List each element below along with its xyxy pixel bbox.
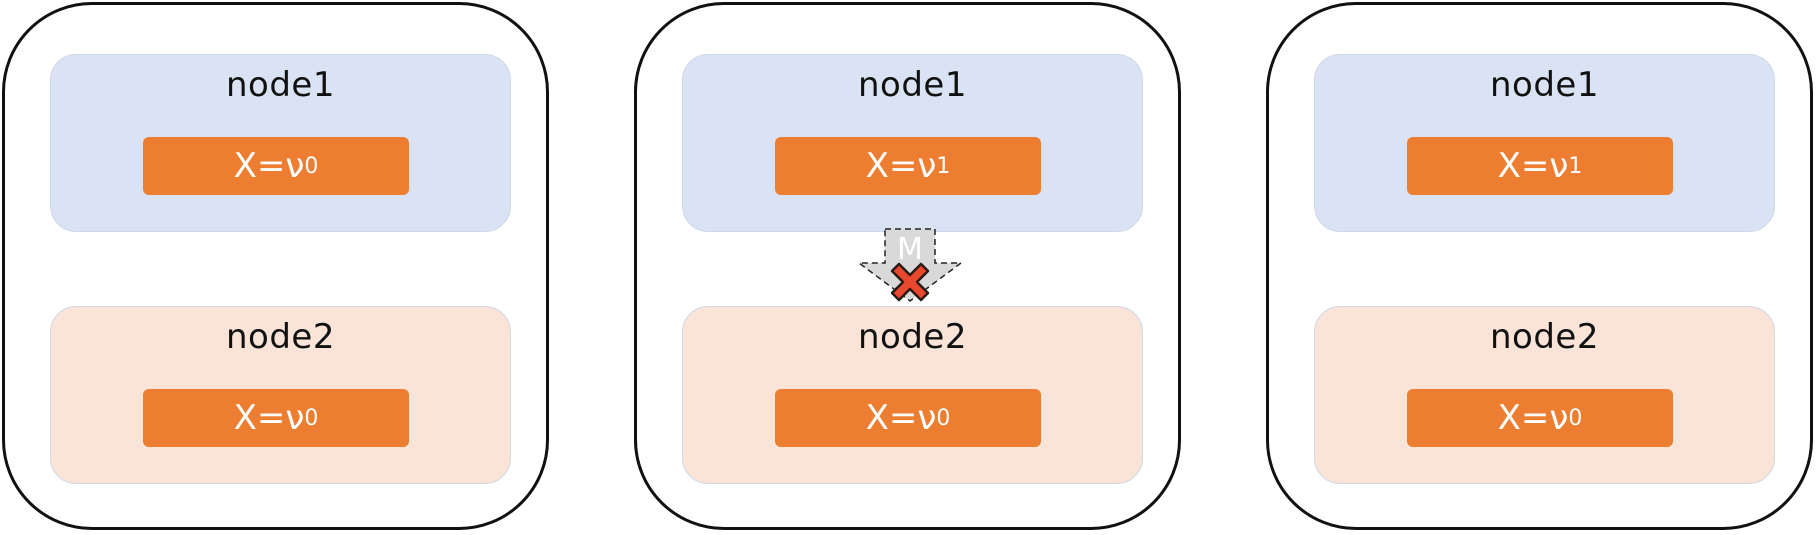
node1-title: node1 xyxy=(1490,65,1599,105)
node1-variable-subscript: 0 xyxy=(304,153,319,179)
node2-variable-text: X=ν xyxy=(233,398,305,438)
node2-title: node2 xyxy=(226,317,335,357)
node2-title: node2 xyxy=(858,317,967,357)
dropped-message-arrow: M xyxy=(856,227,964,303)
node1-variable-text: X=ν xyxy=(233,146,305,186)
node1-title: node1 xyxy=(226,65,335,105)
node1-variable-subscript: 1 xyxy=(1568,153,1583,179)
node2-variable-subscript: 0 xyxy=(1568,405,1583,431)
message-dropped-x-icon xyxy=(890,262,930,302)
node2-variable-text: X=ν xyxy=(865,398,937,438)
message-arrow-icon xyxy=(856,228,964,302)
node1-title: node1 xyxy=(858,65,967,105)
node2-variable-text: X=ν xyxy=(1497,398,1569,438)
node2-variable-subscript: 0 xyxy=(304,405,319,431)
node1-variable-text: X=ν xyxy=(865,146,937,186)
node1-variable-subscript: 1 xyxy=(936,153,951,179)
node2-variable-subscript: 0 xyxy=(936,405,951,431)
node2-title: node2 xyxy=(1490,317,1599,357)
node1-variable-text: X=ν xyxy=(1497,146,1569,186)
message-label: M xyxy=(897,232,923,267)
